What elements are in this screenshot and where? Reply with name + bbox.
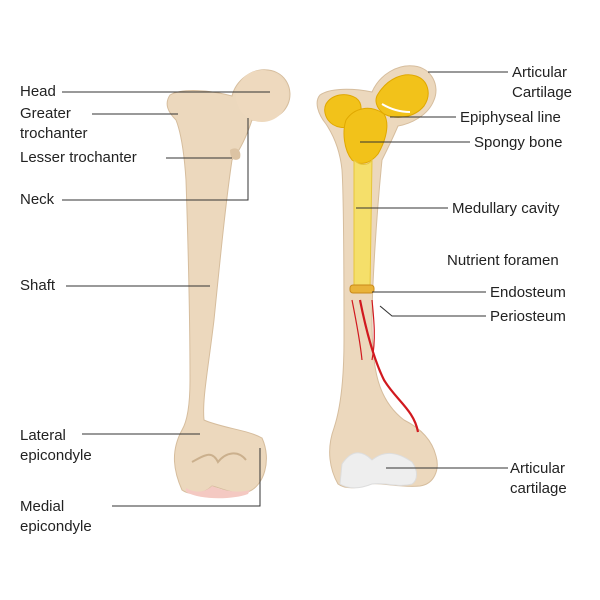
left-femur-body xyxy=(166,69,291,494)
label-lateral-epicondyle: Lateral epicondyle xyxy=(20,427,92,464)
spongy-bone-neck xyxy=(343,107,388,164)
label-medullary-cavity: Medullary cavity xyxy=(452,200,560,217)
leader-lines xyxy=(62,71,508,507)
bottom-articular-cartilage xyxy=(339,452,417,489)
right-femur xyxy=(316,65,438,489)
left-condyle-notch xyxy=(191,452,247,464)
label-endosteum: Endosteum xyxy=(490,284,566,301)
label-spongy-bone: Spongy bone xyxy=(474,134,563,151)
left-condyle-cartilage xyxy=(186,486,250,499)
left-lesser-trochanter xyxy=(230,148,241,160)
label-articular-cartilage-top: Articular Cartilage xyxy=(512,64,573,101)
leader-medial-epicondyle xyxy=(112,448,261,507)
leader-neck xyxy=(62,118,249,201)
nutrient-vessel xyxy=(358,299,420,433)
right-femur-body xyxy=(316,65,438,489)
label-greater-trochanter: Greater trochanter xyxy=(20,105,88,142)
label-lesser-trochanter: Lesser trochanter xyxy=(20,149,137,166)
vessel-branch-1 xyxy=(351,299,363,361)
endosteum-band xyxy=(349,284,375,294)
label-nutrient-foramen: Nutrient foramen xyxy=(447,252,559,269)
label-neck: Neck xyxy=(20,191,55,208)
label-epiphyseal-line: Epiphyseal line xyxy=(460,109,561,126)
label-medial-epicondyle: Medial epicondyle xyxy=(20,498,92,535)
vessel-branch-2 xyxy=(371,299,375,361)
leader-periosteum xyxy=(379,305,486,317)
left-head xyxy=(236,70,288,122)
label-head: Head xyxy=(20,83,56,100)
epiphyseal-line xyxy=(381,103,411,113)
medullary-cavity xyxy=(353,158,373,291)
label-shaft: Shaft xyxy=(20,277,56,294)
label-periosteum: Periosteum xyxy=(490,308,566,325)
label-articular-cartilage-bottom: Articular cartilage xyxy=(510,460,567,497)
left-femur xyxy=(166,69,291,499)
